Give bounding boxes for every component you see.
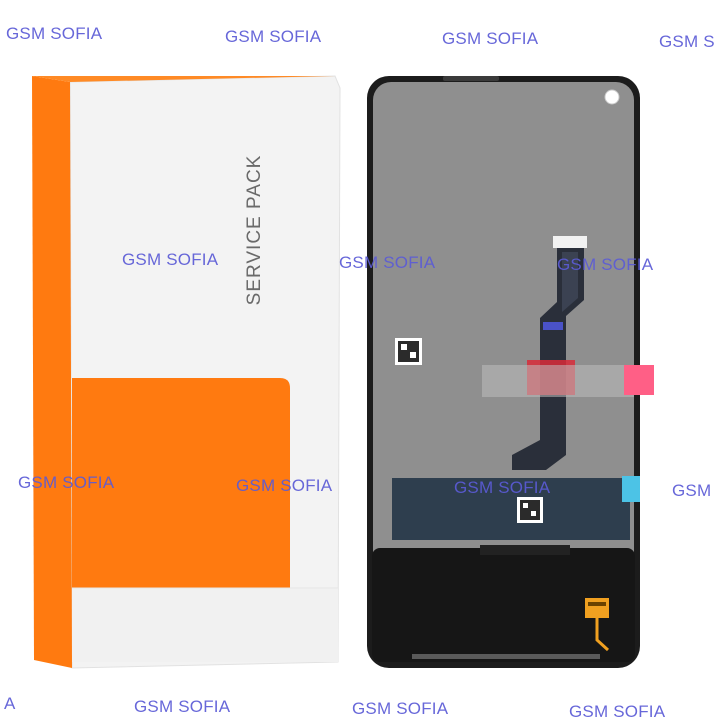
box-label: SERVICE PACK (244, 154, 265, 306)
watermark: GSM SOFIA (225, 27, 322, 46)
watermark: GSM SOFIA (6, 24, 103, 43)
watermark: GSM SOFIA (134, 697, 231, 716)
watermark: GSM SOFIA (557, 255, 654, 274)
watermark: GSM SOFIA (339, 253, 436, 272)
service-pack-box (32, 75, 341, 669)
watermark: GSM SOFIA (442, 29, 539, 48)
lcd-display-assembly (367, 76, 654, 668)
watermark: GSM SOFIA (569, 702, 666, 721)
watermark: GSM SOFIA (352, 699, 449, 718)
watermark: GSM SOFIA (454, 478, 551, 497)
watermark: GSM SOFIA (18, 473, 115, 492)
watermark: GSM SOFIA (122, 250, 219, 269)
watermark: GSM S (659, 32, 715, 51)
watermark: GSM SOFIA (236, 476, 333, 495)
watermark: A (4, 694, 16, 713)
watermark: GSM (672, 481, 712, 500)
